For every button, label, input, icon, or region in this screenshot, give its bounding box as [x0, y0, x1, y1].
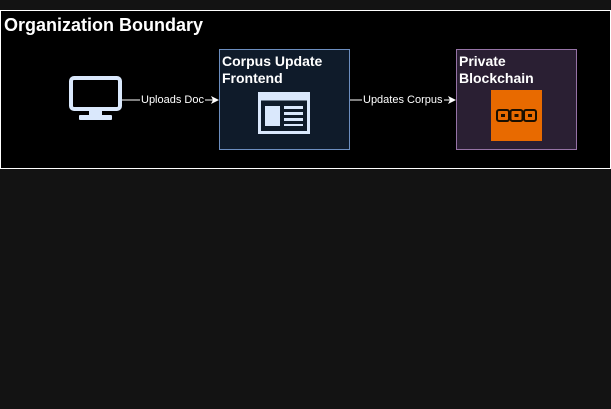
browser-window-icon [258, 92, 310, 134]
frontend-node-title: Corpus Update Frontend [222, 53, 323, 86]
boundary-title: Organization Boundary [4, 15, 204, 35]
monitor-icon[interactable] [69, 76, 122, 123]
edge-label-uploads-doc: Uploads Doc [140, 94, 205, 107]
edge-label-updates-corpus: Updates Corpus [362, 94, 444, 107]
chain-link-icon [491, 90, 542, 141]
blockchain-node-title: Private Blockchain [459, 53, 534, 86]
